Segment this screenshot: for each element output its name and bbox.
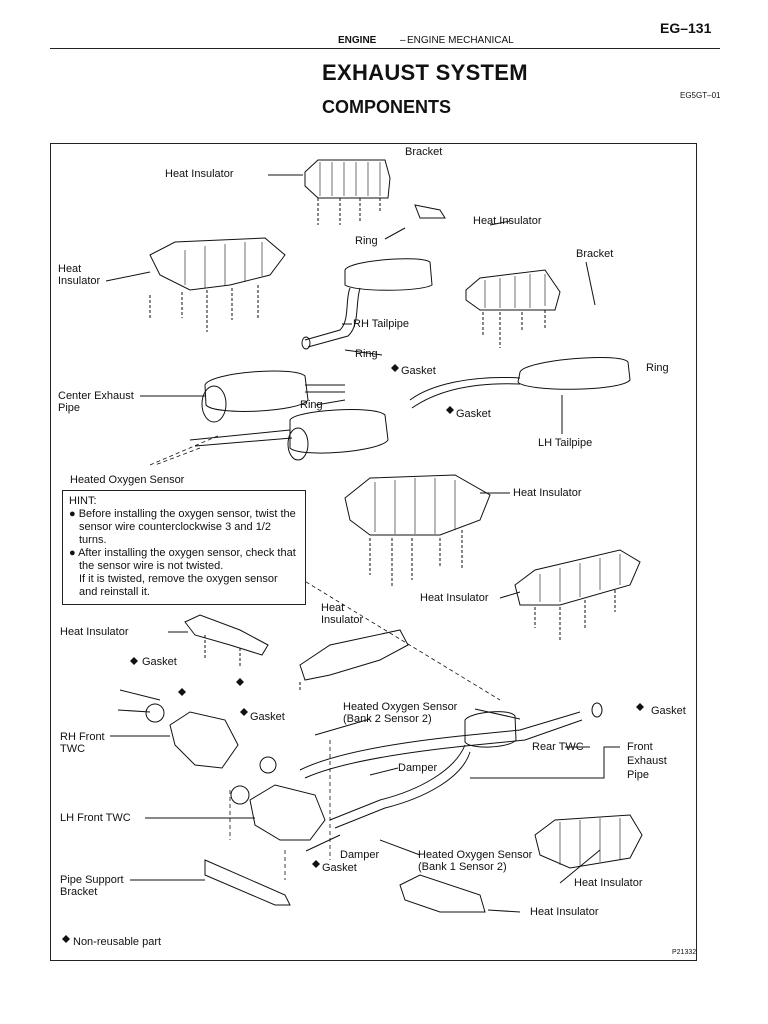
- label-heat-insulator-right: Heat Insulator: [473, 215, 542, 227]
- center-muffler-upper: [204, 370, 309, 412]
- page-number: EG–131: [660, 20, 712, 36]
- label-heat-insulator-bottom-right: Heat Insulator: [574, 877, 643, 889]
- header-separator: –: [400, 35, 406, 46]
- non-reusable-markers: [62, 364, 644, 943]
- label-heat-1: Heat: [321, 602, 345, 614]
- label-heat-insulator-mid: Heat Insulator: [513, 487, 582, 499]
- label-gasket-lower: Gasket: [250, 711, 285, 723]
- label-front-exhaust-pipe-1: Front: [627, 741, 653, 753]
- label-hos-bank2-1: Heated Oxygen Sensor: [343, 701, 458, 713]
- label-lh-front-twc: LH Front TWC: [60, 812, 131, 824]
- label-gasket-bottom: Gasket: [322, 862, 357, 874]
- label-rh-front-twc-1: RH Front: [60, 731, 105, 743]
- label-gasket-left: Gasket: [142, 656, 177, 668]
- label-rh-front-twc-2: TWC: [60, 743, 86, 755]
- heat-insulator-mid-shape: [344, 474, 491, 536]
- page-title: EXHAUST SYSTEM: [322, 60, 528, 85]
- label-bracket-top: Bracket: [405, 146, 443, 158]
- diagram-frame: [50, 143, 697, 961]
- hint-bullet-1: ● Before installing the oxygen sensor, t…: [69, 508, 296, 546]
- rh-tailpipe-shape: [344, 258, 433, 291]
- hint-bullet-2: ● After installing the oxygen sensor, ch…: [69, 547, 296, 572]
- header-subsection: ENGINE MECHANICAL: [407, 35, 514, 46]
- header-rule: [50, 48, 720, 49]
- label-damper-lower: Damper: [340, 849, 380, 861]
- label-pipe-support-2: Bracket: [60, 886, 98, 898]
- label-hos-bank1-1: Heated Oxygen Sensor: [418, 849, 533, 861]
- hint-box: HINT: ● Before installing the oxygen sen…: [62, 490, 306, 605]
- label-front-exhaust-pipe-3: Pipe: [627, 769, 650, 781]
- page-subtitle: COMPONENTS: [322, 97, 452, 117]
- label-heat-insulator-left-1: Heat: [58, 263, 82, 275]
- hint-title: HINT:: [69, 495, 97, 507]
- label-heated-oxygen-sensor: Heated Oxygen Sensor: [70, 474, 185, 486]
- pipe-support-bracket-shape: [204, 859, 291, 906]
- label-front-exhaust-pipe-2: Exhaust: [627, 755, 667, 767]
- label-center-exhaust-pipe-2: Pipe: [58, 402, 81, 414]
- label-gasket-center: Gasket: [456, 408, 491, 420]
- heat-insulator-2-shape: [299, 629, 409, 681]
- heat-insulator-top-shape: [304, 159, 391, 199]
- hint-bullet-2-text: After installing the oxygen sensor, chec…: [78, 547, 296, 572]
- label-rh-tailpipe: RH Tailpipe: [353, 318, 410, 330]
- header-section: ENGINE: [338, 35, 377, 46]
- label-heat-insulator-left-lower: Heat Insulator: [60, 626, 129, 638]
- label-heat-insulator-mid-right: Heat Insulator: [420, 592, 489, 604]
- heat-insulator-bottom-right-shape: [534, 814, 643, 869]
- label-ring-center: Ring: [300, 399, 323, 411]
- label-ring-right: Ring: [646, 362, 669, 374]
- lh-front-twc-shape: [249, 784, 326, 841]
- hint-bullet-2-cont: If it is twisted, remove the oxygen sens…: [79, 573, 278, 598]
- heat-insulator-bottom-shape: [399, 874, 486, 913]
- label-heat-insulator-top: Heat Insulator: [165, 168, 234, 180]
- rh-front-twc-shape: [169, 711, 239, 769]
- hint-bullet-1-text: Before installing the oxygen sensor, twi…: [78, 508, 296, 546]
- label-pipe-support-1: Pipe Support: [60, 874, 124, 886]
- label-heat-insulator-left-2: Insulator: [58, 275, 101, 287]
- label-hos-bank1-2: (Bank 1 Sensor 2): [418, 861, 507, 873]
- heat-insulator-right-shape: [465, 269, 561, 311]
- lh-tailpipe-shape: [517, 356, 631, 390]
- label-heat-2: Insulator: [321, 614, 364, 626]
- heat-insulator-left-shape: [149, 237, 286, 291]
- label-gasket-right-lower: Gasket: [651, 705, 686, 717]
- label-bracket-right: Bracket: [576, 248, 614, 260]
- heat-insulator-mid-right-shape: [514, 549, 641, 606]
- label-ring-mid: Ring: [355, 348, 378, 360]
- label-center-exhaust-pipe-1: Center Exhaust: [58, 390, 134, 402]
- label-damper-upper: Damper: [398, 762, 438, 774]
- center-muffler-lower: [289, 409, 389, 454]
- figure-code: P21332: [672, 949, 697, 956]
- label-ring-top: Ring: [355, 235, 378, 247]
- legend-non-reusable: Non-reusable part: [73, 936, 162, 948]
- heat-insulator-left-lower-shape: [184, 614, 269, 656]
- label-heat-insulator-bottom: Heat Insulator: [530, 906, 599, 918]
- doc-code: EG5GT–01: [680, 91, 721, 100]
- front-exhaust-pipe-shape: [299, 711, 583, 779]
- label-lh-tailpipe: LH Tailpipe: [538, 437, 593, 449]
- label-rear-twc: Rear TWC: [532, 741, 584, 753]
- label-hos-bank2-2: (Bank 2 Sensor 2): [343, 713, 432, 725]
- label-gasket-mid: Gasket: [401, 365, 436, 377]
